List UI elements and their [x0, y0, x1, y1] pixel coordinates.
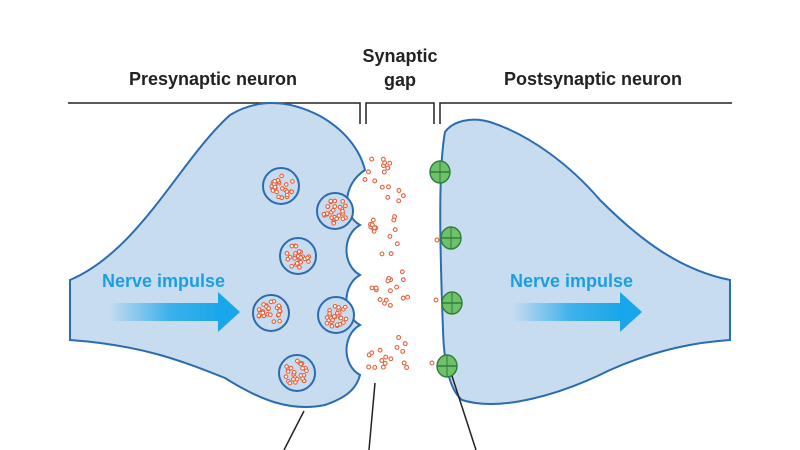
postsynaptic-label: Postsynaptic neuron	[504, 69, 682, 89]
neurotransmitter	[385, 165, 391, 171]
neurotransmitter	[383, 297, 389, 303]
presynaptic-label: Presynaptic neuron	[129, 69, 297, 89]
neurotransmitter	[385, 278, 391, 284]
neurotransmitter	[404, 365, 410, 370]
neurotransmitter	[396, 198, 402, 204]
synaptic-gap-bracket	[365, 102, 435, 124]
neurotransmitter	[366, 364, 372, 370]
neurotransmitter	[388, 356, 394, 362]
neurotransmitter	[401, 360, 407, 366]
neurotransmitter	[400, 277, 406, 283]
neurotransmitter	[377, 347, 383, 353]
presynaptic-bracket	[68, 102, 361, 124]
neurotransmitter	[396, 335, 402, 340]
neurotransmitter	[387, 160, 393, 166]
receptor	[436, 354, 458, 378]
neurotransmitter	[387, 233, 393, 239]
neurotransmitter	[372, 178, 378, 184]
neurotransmitter	[370, 217, 376, 223]
neurotransmitter	[388, 251, 394, 257]
presynaptic-neuron	[69, 102, 367, 408]
receptor	[441, 291, 463, 315]
neurotransmitter	[394, 241, 400, 247]
neurotransmitter	[400, 348, 406, 354]
vesicle-group	[252, 167, 355, 392]
leader-line-receptor	[451, 375, 477, 450]
vesicle	[262, 167, 300, 205]
neurotransmitter	[379, 358, 385, 363]
neurotransmitter	[385, 194, 391, 200]
neurotransmitter	[383, 354, 389, 360]
postsynaptic-bracket	[439, 102, 732, 124]
leader-line-transmitter	[368, 382, 376, 450]
postsynaptic-neuron	[439, 118, 731, 405]
receptor	[429, 160, 451, 184]
impulse-arrow-right	[512, 292, 642, 332]
neurotransmitter	[381, 169, 387, 175]
neurotransmitter	[371, 228, 377, 234]
neurotransmitter	[379, 184, 385, 190]
neurotransmitter	[387, 288, 393, 294]
synaptic-gap-label-line2: gap	[384, 70, 416, 90]
impulse-label-left: Nerve impulse	[102, 271, 225, 291]
impulse-label-right: Nerve impulse	[510, 271, 633, 291]
neurotransmitter	[396, 188, 402, 193]
neurotransmitter	[377, 297, 383, 303]
impulse-arrow-left	[108, 292, 240, 332]
leader-line-vesicle	[283, 410, 305, 450]
neurotransmitter-group	[362, 156, 440, 370]
neurotransmitter	[369, 285, 375, 291]
neurotransmitter	[379, 251, 385, 257]
neurotransmitter	[433, 297, 439, 303]
neurotransmitter	[386, 184, 391, 190]
neurotransmitter	[369, 156, 375, 162]
neurotransmitter	[394, 284, 400, 290]
neurotransmitter	[429, 360, 435, 366]
neurotransmitter	[399, 269, 405, 275]
neurotransmitter	[402, 341, 408, 347]
neurotransmitter	[391, 217, 397, 223]
neurotransmitter	[400, 193, 406, 199]
neurotransmitter	[382, 360, 388, 366]
neurotransmitter	[369, 350, 375, 356]
neurotransmitter	[366, 169, 371, 175]
synaptic-gap-label-line1: Synaptic	[362, 46, 437, 66]
neurotransmitter	[394, 344, 400, 350]
neurotransmitter	[392, 227, 398, 233]
neurotransmitter	[380, 364, 386, 370]
neurotransmitter	[400, 295, 406, 301]
neurotransmitter	[405, 294, 411, 300]
neurotransmitter	[372, 364, 378, 370]
neurotransmitter	[373, 285, 379, 291]
receptor	[440, 226, 462, 250]
neurotransmitter	[434, 237, 440, 243]
receptor-group	[429, 160, 463, 378]
neurotransmitter	[387, 302, 393, 308]
neurotransmitter	[362, 177, 368, 182]
neurotransmitter	[380, 156, 386, 162]
